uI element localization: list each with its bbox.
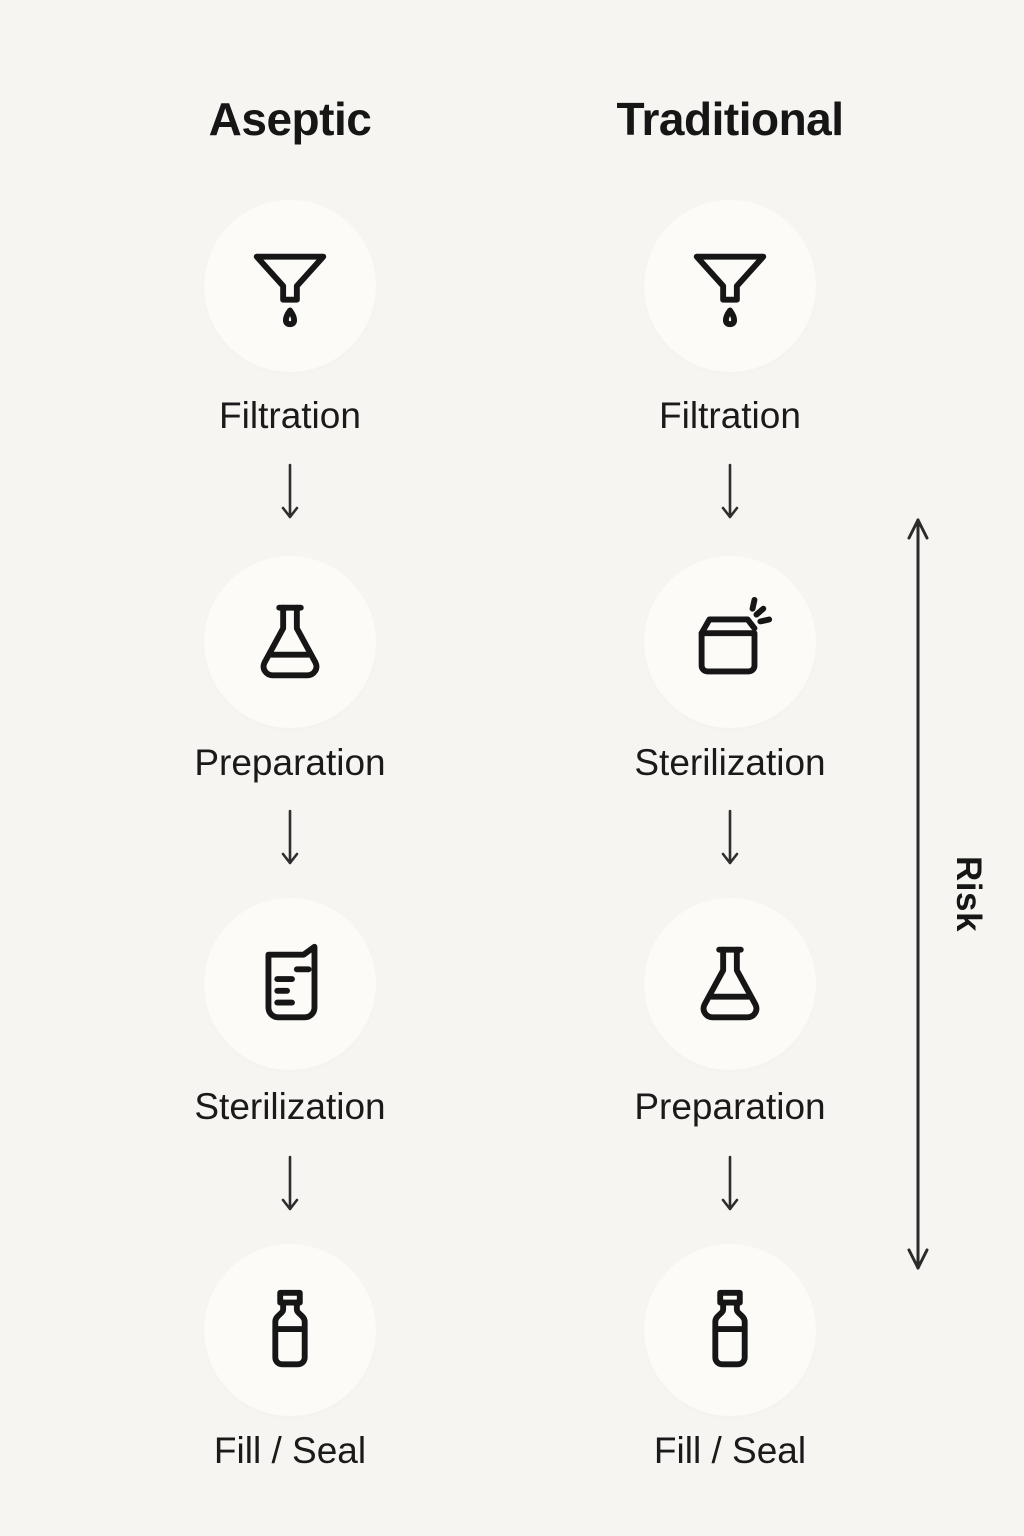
column-title: Aseptic [208,93,372,145]
down-arrow-icon [130,462,450,524]
risk-double-arrow-icon [898,512,938,1276]
column-title: Traditional [616,93,844,145]
beaker-icon [204,898,376,1070]
down-arrow-icon [570,462,890,524]
flask-icon [644,898,816,1070]
step-label: Fill / Seal [213,1430,367,1471]
step-label: Sterilization [194,1086,386,1127]
step-label: Preparation [634,1086,826,1127]
step-label: Filtration [659,395,801,436]
step-label: Sterilization [634,742,826,783]
down-arrow-icon [130,1154,450,1216]
risk-label: Risk [949,856,988,932]
column-aseptic: Aseptic Filtration Preparation Steriliza… [130,0,450,1536]
step-label: Preparation [194,742,386,783]
step-label: Filtration [219,395,361,436]
down-arrow-icon [130,808,450,870]
funnel-icon [644,200,816,372]
down-arrow-icon [570,808,890,870]
bottle-icon [204,1244,376,1416]
step-label: Fill / Seal [653,1430,807,1471]
column-traditional: Traditional Filtration Sterilization Pre… [570,0,890,1536]
autoclave-icon [644,556,816,728]
bottle-icon [644,1244,816,1416]
flask-icon [204,556,376,728]
funnel-icon [204,200,376,372]
down-arrow-icon [570,1154,890,1216]
